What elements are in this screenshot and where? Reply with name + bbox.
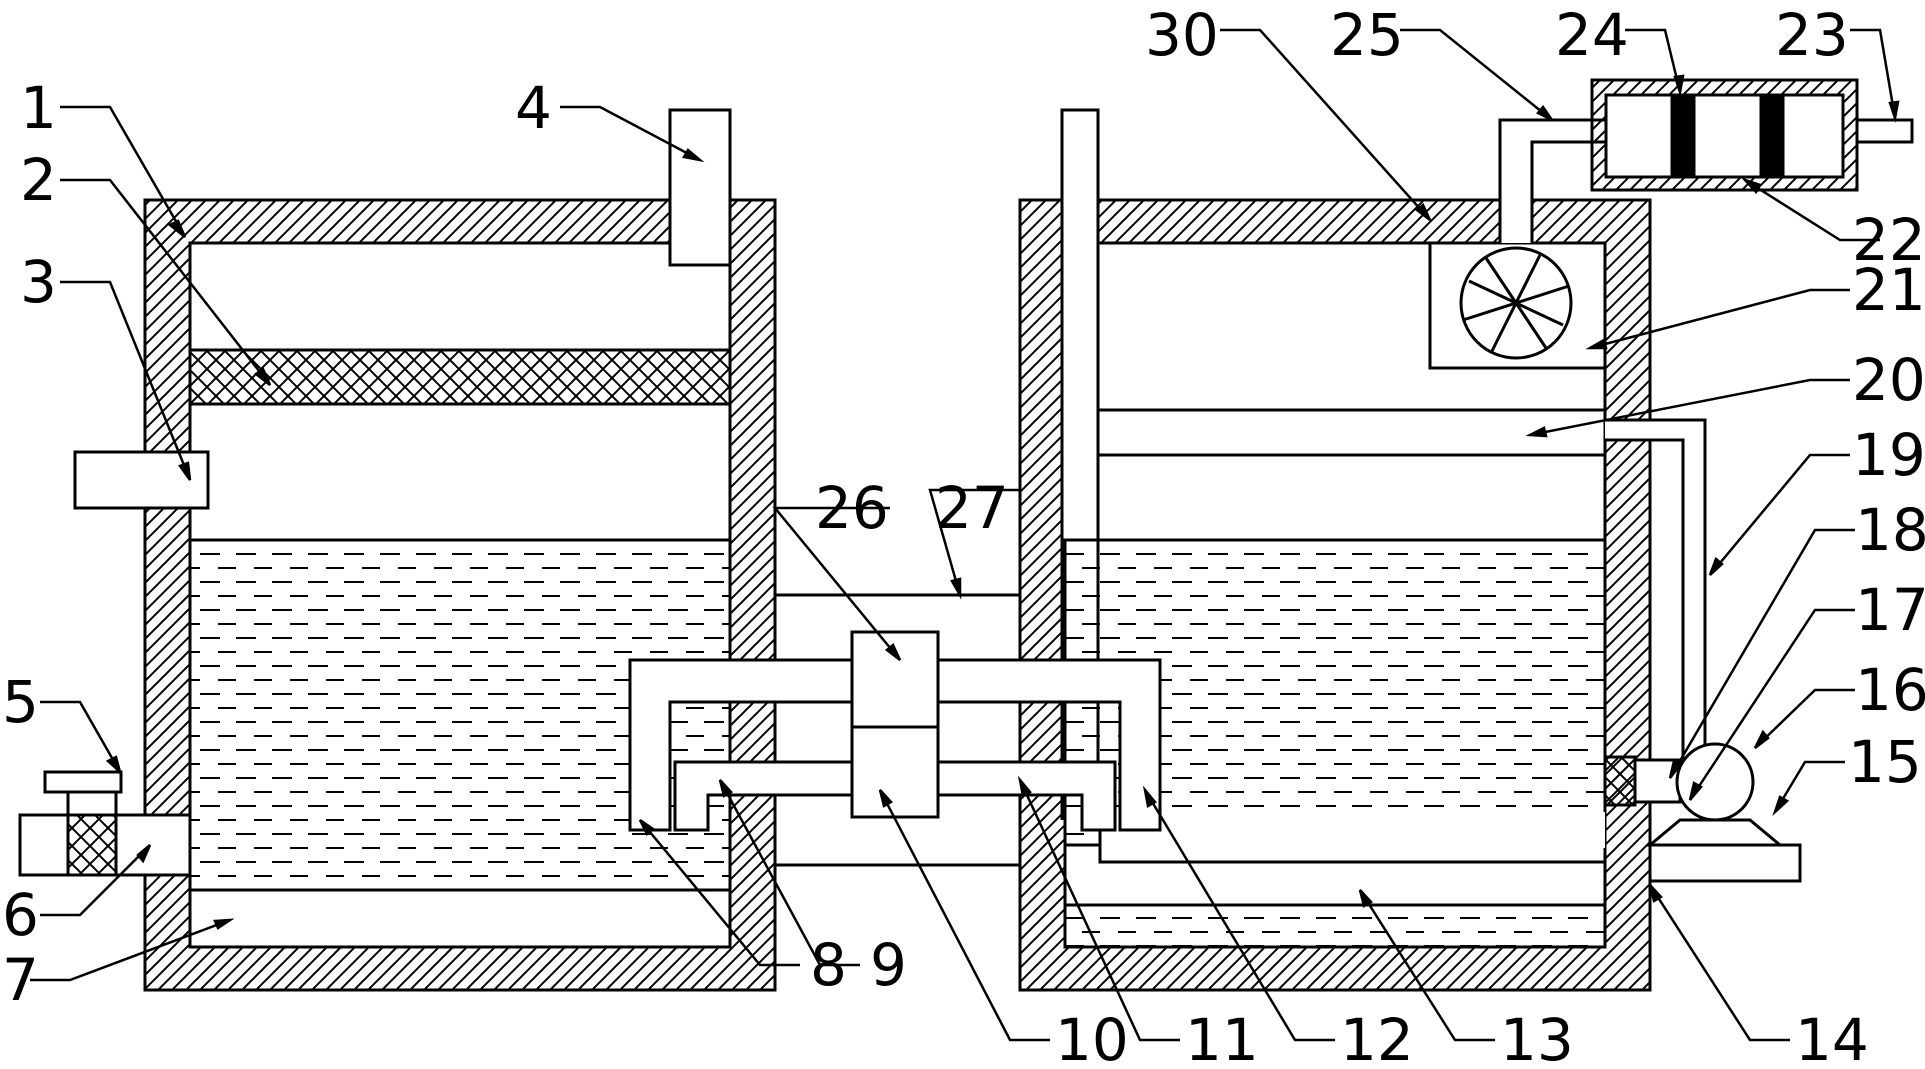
label-7: 7 <box>2 946 39 1014</box>
label-1: 1 <box>20 74 57 142</box>
valve-handle-5 <box>43 770 123 794</box>
pump-mount-15 <box>1645 818 1785 847</box>
label-27: 27 <box>935 474 1009 542</box>
vertical-tube <box>1060 108 1100 542</box>
pump-16 <box>1675 742 1755 822</box>
label-25: 25 <box>1330 1 1404 69</box>
label-4: 4 <box>515 74 552 142</box>
filter-element-b <box>1759 93 1785 179</box>
filter-layer <box>188 348 732 406</box>
label-14: 14 <box>1795 1006 1869 1069</box>
label-3: 3 <box>20 248 57 316</box>
label-8: 8 <box>810 931 847 999</box>
label-17: 17 <box>1855 576 1925 644</box>
inner-u-pipe-9-11 <box>673 760 1117 832</box>
pump-base-14 <box>1648 843 1802 883</box>
label-30: 30 <box>1145 1 1219 69</box>
pump-circuit <box>1603 418 1802 883</box>
center-pipework <box>628 630 1162 832</box>
side-port-3 <box>73 450 210 510</box>
label-11: 11 <box>1185 1006 1259 1069</box>
outlet-pipe-23 <box>1855 118 1914 144</box>
exhaust-assembly <box>1498 78 1914 243</box>
label-18: 18 <box>1855 496 1925 564</box>
label-6: 6 <box>2 881 39 949</box>
label-26: 26 <box>815 474 889 542</box>
label-19: 19 <box>1852 421 1925 489</box>
spray-pipe-20 <box>1063 408 1607 457</box>
valve-block-upper <box>850 630 940 729</box>
right-tank <box>1018 108 1652 992</box>
valve-core <box>66 813 118 877</box>
label-10: 10 <box>1055 1006 1129 1069</box>
label-21: 21 <box>1852 256 1925 324</box>
label-20: 20 <box>1852 346 1925 414</box>
filter-element-a <box>1670 93 1696 179</box>
label-24: 24 <box>1555 1 1629 69</box>
label-9: 9 <box>870 931 907 999</box>
label-16: 16 <box>1855 656 1925 724</box>
label-5: 5 <box>2 668 39 736</box>
inlet-pipe-4 <box>668 108 732 267</box>
label-22: 22 <box>1852 206 1925 274</box>
screen-18 <box>1603 755 1637 807</box>
valve-block-10 <box>850 725 940 819</box>
label-23: 23 <box>1775 1 1849 69</box>
label-12: 12 <box>1340 1006 1414 1069</box>
left-tank <box>18 108 777 992</box>
label-15: 15 <box>1848 728 1922 796</box>
label-13: 13 <box>1500 1006 1574 1069</box>
label-2: 2 <box>20 146 57 214</box>
